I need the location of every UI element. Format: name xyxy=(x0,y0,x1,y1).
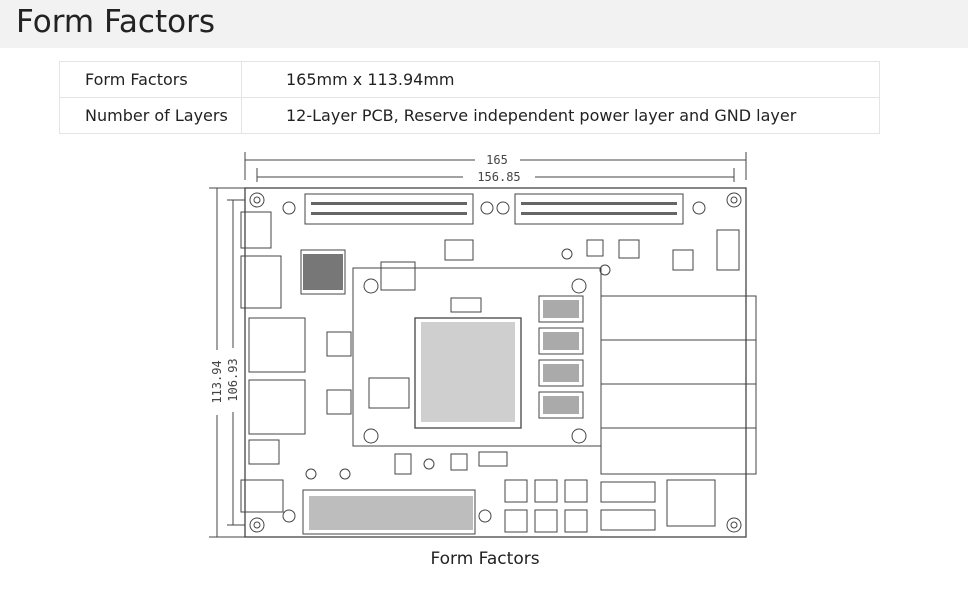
figure-caption: Form Factors xyxy=(430,549,540,569)
board-drawing: 165 156.85 113.94 106.93 xyxy=(205,150,765,542)
page-header: Form Factors xyxy=(0,0,968,48)
spec-table: Form Factors 165mm x 113.94mm Number of … xyxy=(59,61,880,134)
dim-height-inner: 106.93 xyxy=(226,358,240,401)
spec-label: Number of Layers xyxy=(59,97,242,134)
pcb-outline-diagram: 165 156.85 113.94 106.93 xyxy=(209,152,757,538)
spec-label: Form Factors xyxy=(59,61,242,98)
spec-value: 12-Layer PCB, Reserve independent power … xyxy=(241,97,880,134)
dim-height-outer: 113.94 xyxy=(210,360,224,403)
table-row: Form Factors 165mm x 113.94mm xyxy=(59,61,880,98)
page-title: Form Factors xyxy=(16,4,215,40)
table-row: Number of Layers 12-Layer PCB, Reserve i… xyxy=(59,97,880,134)
dim-width-outer: 165 xyxy=(486,153,508,167)
spec-value: 165mm x 113.94mm xyxy=(241,61,880,98)
dim-width-inner: 156.85 xyxy=(477,170,520,184)
